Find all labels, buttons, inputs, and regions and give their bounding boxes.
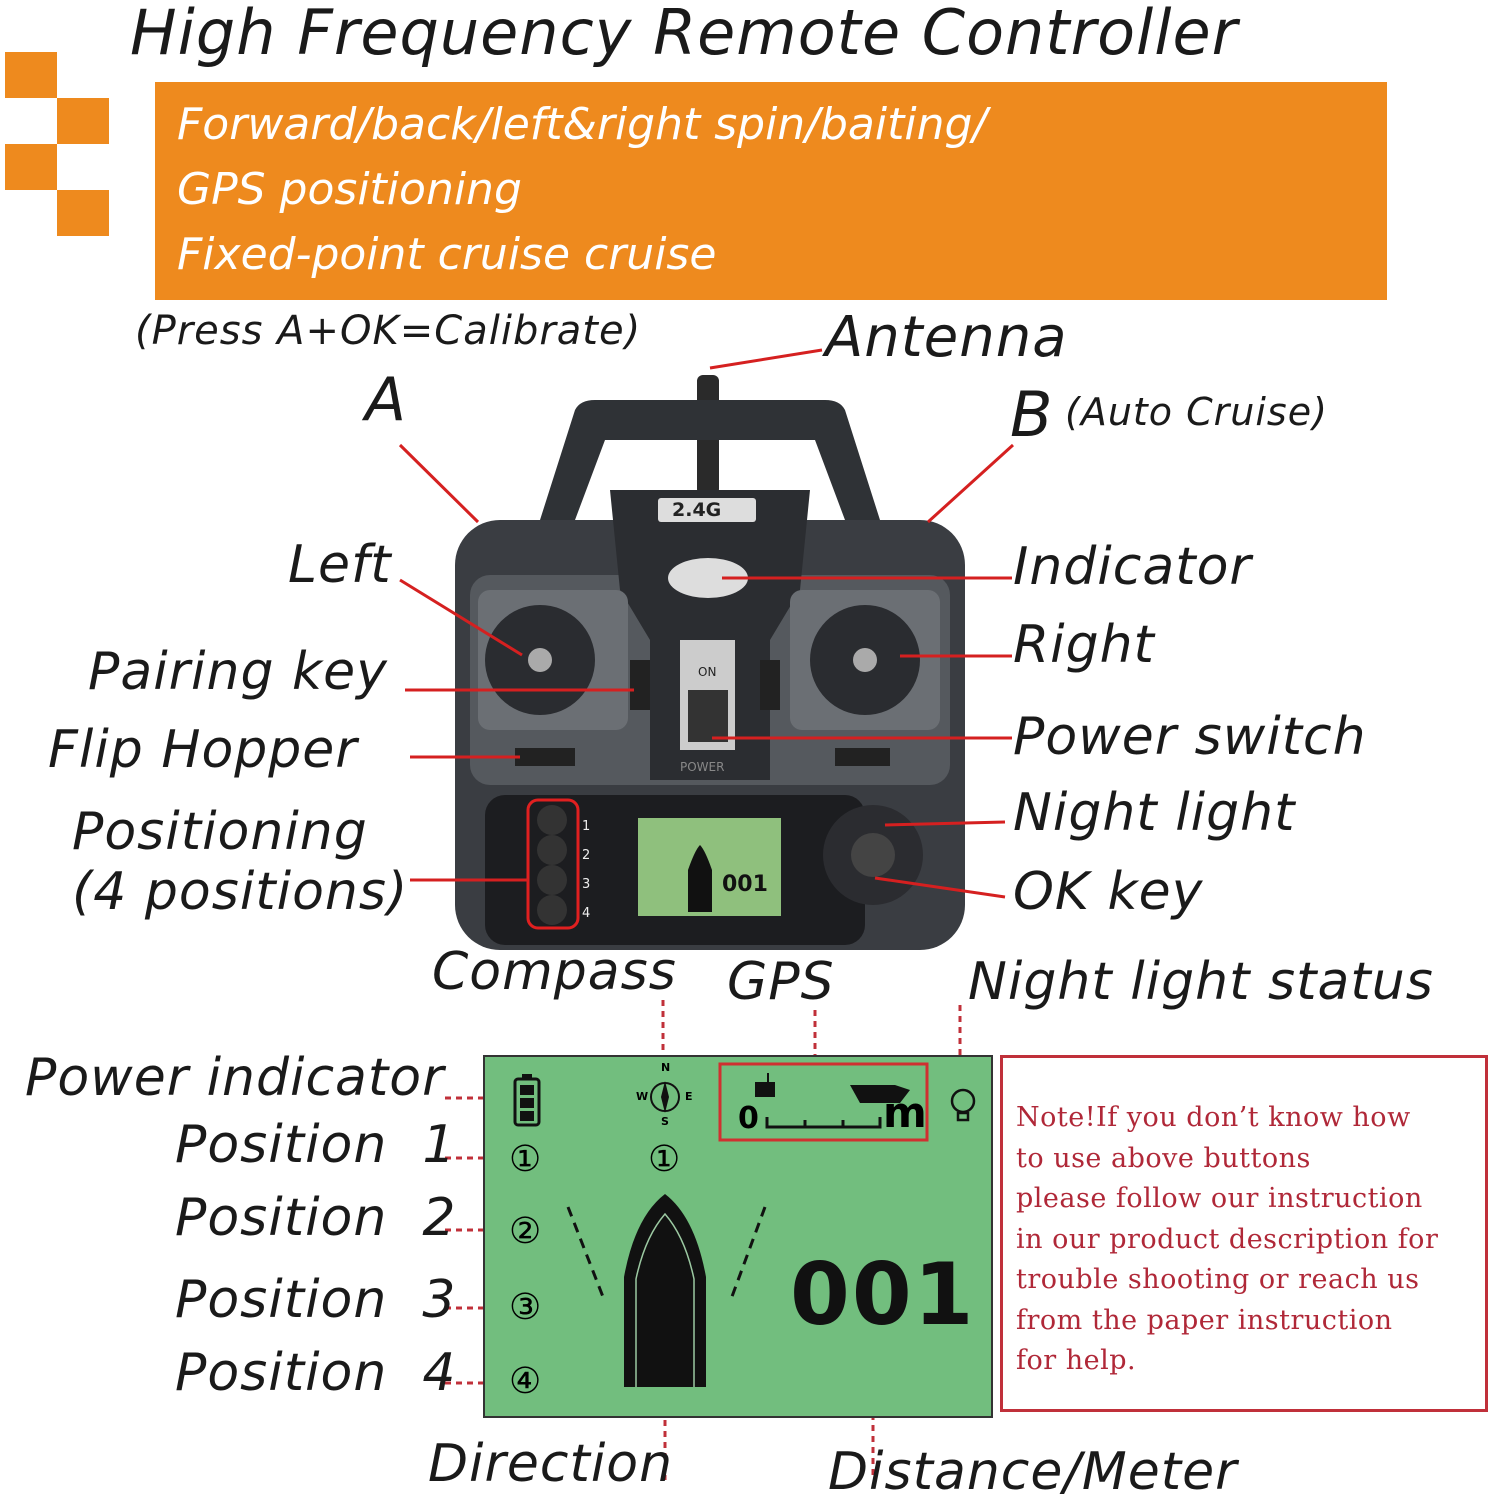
- handle: [540, 400, 880, 520]
- remote-icon: [755, 1073, 775, 1097]
- label-positioning: Positioning: [72, 802, 368, 862]
- lcd-screen-detail: N S W E 0 m ① ② ③ ④ ① 001: [483, 1055, 993, 1418]
- label-night-light: Night light: [1013, 783, 1296, 843]
- label-left: Left: [288, 535, 392, 595]
- frequency-badge: [658, 498, 756, 522]
- distance-value: 001: [790, 1245, 976, 1345]
- position-marker-2: ②: [509, 1211, 542, 1252]
- compass-n: N: [661, 1061, 671, 1074]
- feature-line: Fixed-point cruise cruise: [177, 229, 717, 280]
- label-compass: Compass: [432, 942, 677, 1002]
- compass-w: W: [636, 1090, 649, 1103]
- feature-line: GPS positioning: [177, 164, 522, 215]
- note-line: for help.: [1016, 1345, 1137, 1376]
- label-b: B: [1010, 378, 1054, 451]
- position-number: 1: [582, 819, 591, 834]
- calibrate-note: (Press A+OK=Calibrate): [135, 308, 642, 354]
- flip-hopper-switch: [515, 748, 575, 766]
- page-title: High Frequency Remote Controller: [130, 0, 1239, 69]
- power-label: POWER: [680, 760, 725, 774]
- note-line: Note!If you don’t know how: [1016, 1102, 1411, 1133]
- active-position: ①: [648, 1139, 681, 1180]
- compass-icon: [650, 1081, 680, 1113]
- note-line: from the paper instruction: [1016, 1304, 1393, 1336]
- direction-boat-icon: [624, 1194, 706, 1387]
- bulb-icon: [950, 1088, 976, 1122]
- position-marker-3: ③: [509, 1287, 542, 1328]
- label-power-indicator: Power indicator: [25, 1048, 445, 1108]
- label-night-light-status: Night light status: [968, 952, 1434, 1012]
- label-position-4: Position 4: [175, 1343, 457, 1403]
- label-right: Right: [1013, 615, 1155, 675]
- distance-scale: [765, 1117, 882, 1129]
- label-flip-hopper: Flip Hopper: [48, 720, 358, 780]
- position-marker-4: ④: [509, 1361, 542, 1402]
- label-pairing-key: Pairing key: [88, 642, 388, 702]
- indicator-light: [668, 558, 748, 598]
- position-number: 4: [582, 906, 591, 921]
- note-line: trouble shooting or reach us: [1016, 1264, 1420, 1295]
- gps-box: [718, 1062, 929, 1142]
- position-marker-1: ①: [509, 1139, 542, 1180]
- switch-on-label: ON: [698, 665, 717, 679]
- note-line: in our product description for: [1016, 1223, 1439, 1255]
- gps-unit: m: [883, 1088, 927, 1137]
- label-position-1: Position 1: [175, 1115, 457, 1175]
- mini-lcd-value: 001: [722, 872, 768, 897]
- direction-guide: [728, 1206, 767, 1303]
- frequency-badge-label: 2.4G: [672, 499, 722, 521]
- label-antenna: Antenna: [825, 305, 1068, 370]
- boat-icon: [850, 1085, 910, 1103]
- label-gps: GPS: [727, 952, 835, 1012]
- direction-guide: [566, 1206, 607, 1303]
- pairing-key: [630, 660, 650, 710]
- position-number: 3: [582, 877, 591, 892]
- gps-zero: 0: [738, 1101, 759, 1136]
- feature-banner: Forward/back/left&right spin/baiting/ GP…: [155, 82, 1387, 300]
- feature-line: Forward/back/left&right spin/baiting/: [177, 99, 988, 150]
- compass-e: E: [685, 1090, 693, 1103]
- label-auto-cruise: (Auto Cruise): [1065, 390, 1328, 434]
- label-ok-key: OK key: [1013, 862, 1204, 922]
- label-position-3: Position 3: [175, 1270, 457, 1330]
- note-line: please follow our instruction: [1016, 1183, 1423, 1214]
- label-distance-meter: Distance/Meter: [828, 1442, 1238, 1502]
- battery-icon: [513, 1074, 541, 1127]
- position-numbers: 1 2 3 4: [582, 812, 594, 928]
- label-power-switch: Power switch: [1013, 707, 1367, 767]
- compass-s: S: [661, 1115, 669, 1128]
- label-indicator: Indicator: [1013, 537, 1252, 597]
- note-line: to use above buttons: [1016, 1142, 1311, 1174]
- label-a: A: [365, 365, 408, 435]
- position-number: 2: [582, 848, 591, 863]
- label-4-positions: (4 positions): [72, 862, 409, 922]
- lcd-graphics: [513, 1062, 976, 1387]
- help-note: Note!If you don’t know how to use above …: [1000, 1055, 1488, 1412]
- label-direction: Direction: [428, 1434, 674, 1494]
- label-position-2: Position 2: [175, 1188, 457, 1248]
